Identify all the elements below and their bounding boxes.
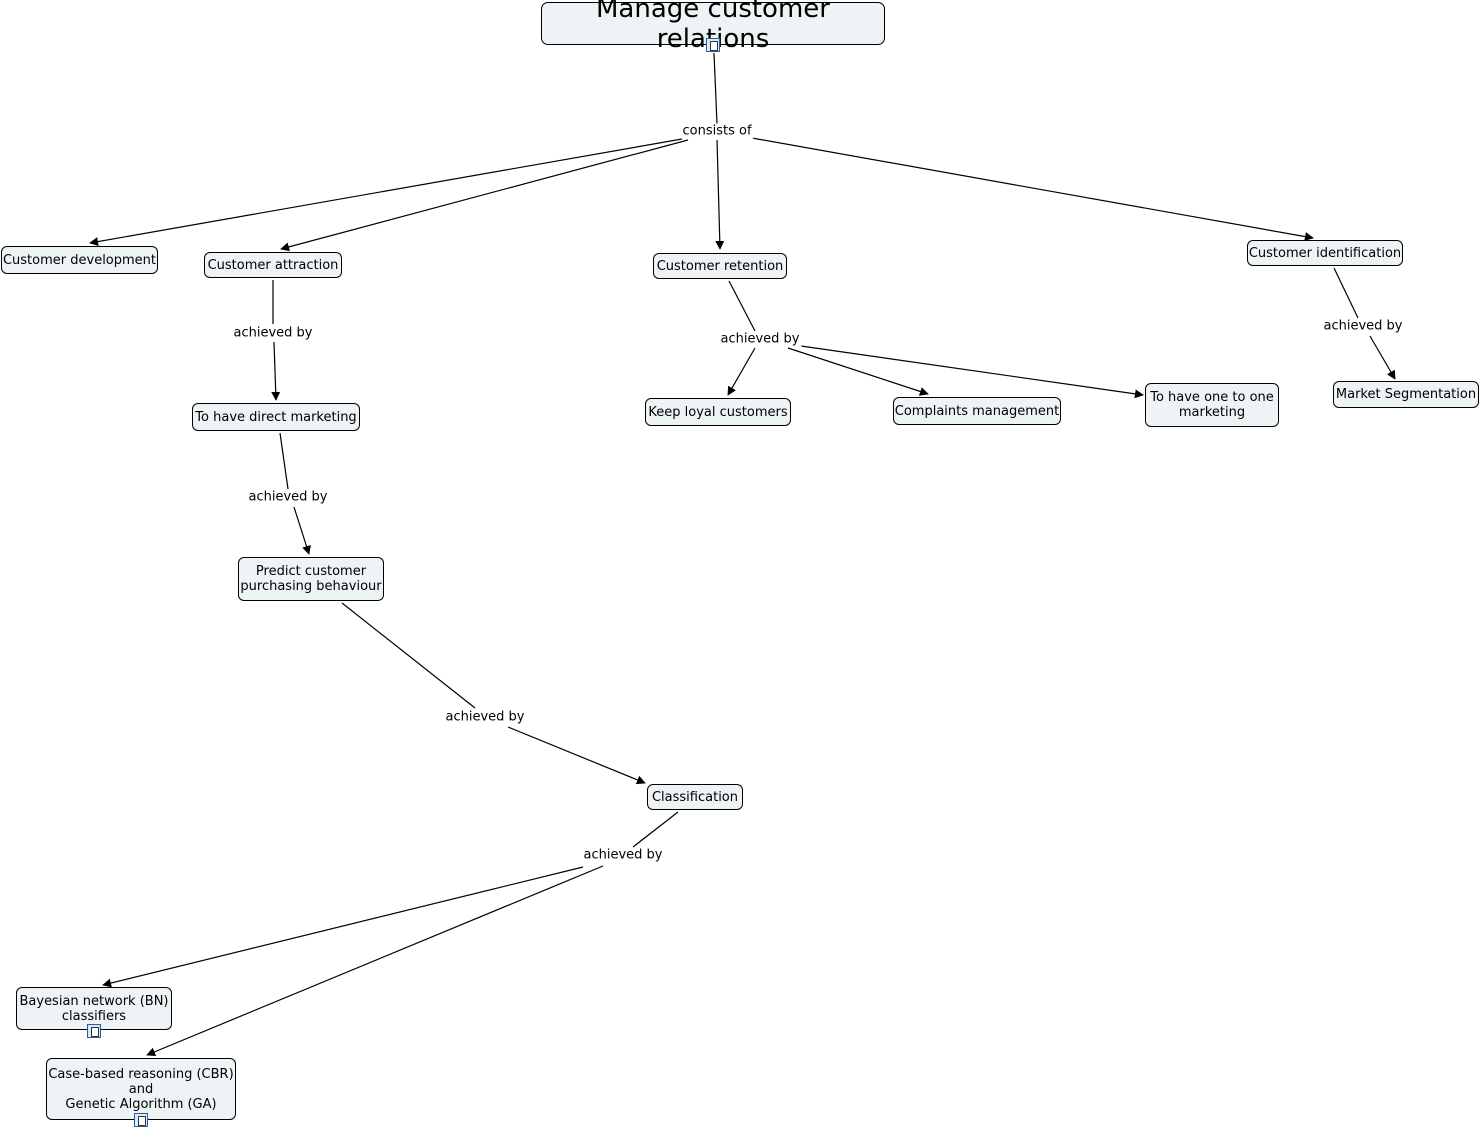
link-achieved-by-attraction[interactable]: achieved by — [231, 325, 315, 341]
node-keep-loyal[interactable]: Keep loyal customers — [645, 398, 791, 426]
link-achieved-by-predict[interactable]: achieved by — [443, 709, 527, 725]
node-predict[interactable]: Predict customer purchasing behaviour — [238, 557, 384, 601]
line-consists-attraction — [280, 139, 689, 252]
line-consists-retention — [715, 139, 725, 250]
line-achieved-segmentation — [1369, 335, 1396, 380]
line-identification-achieved — [1333, 267, 1359, 319]
document-icon[interactable] — [134, 1113, 148, 1127]
node-customer-attraction[interactable]: Customer attraction — [204, 252, 342, 278]
link-achieved-by-identification[interactable]: achieved by — [1321, 318, 1405, 334]
document-icon[interactable] — [87, 1024, 101, 1038]
node-complaints[interactable]: Complaints management — [893, 397, 1061, 425]
node-cbr-ga[interactable]: Case-based reasoning (CBR) and Genetic A… — [46, 1058, 236, 1120]
node-customer-retention[interactable]: Customer retention — [653, 253, 787, 279]
line-achieved-direct — [271, 341, 281, 401]
line-consists-identification — [751, 137, 1314, 242]
line-consists-development — [89, 138, 683, 247]
document-icon[interactable] — [706, 38, 720, 52]
line-retention-achieved — [728, 280, 756, 332]
node-classification[interactable]: Classification — [647, 784, 743, 810]
node-one-to-one[interactable]: To have one to one marketing — [1145, 383, 1279, 427]
line-achieved-classification — [507, 726, 646, 785]
node-direct-marketing[interactable]: To have direct marketing — [192, 403, 360, 431]
node-customer-identification[interactable]: Customer identification — [1247, 240, 1403, 266]
line-root-consists — [713, 52, 718, 125]
line-predict-achieved — [341, 602, 476, 709]
line-classification-achieved — [632, 811, 679, 848]
line-achieved-cbr — [146, 865, 604, 1057]
link-achieved-by-direct[interactable]: achieved by — [246, 489, 330, 505]
link-achieved-by-retention[interactable]: achieved by — [718, 331, 802, 347]
line-achieved-bayesian — [102, 866, 584, 988]
line-achieved-loyal — [727, 347, 756, 396]
node-customer-development[interactable]: Customer development — [1, 246, 158, 274]
line-achieved-predict — [293, 506, 311, 555]
link-achieved-by-classification[interactable]: achieved by — [581, 847, 665, 863]
node-market-segmentation[interactable]: Market Segmentation — [1333, 381, 1479, 408]
line-achieved-complaints — [787, 347, 929, 396]
line-direct-achieved — [279, 432, 289, 490]
line-achieved-onetoone — [800, 345, 1144, 399]
link-consists-of[interactable]: consists of — [680, 123, 754, 139]
node-bayesian[interactable]: Bayesian network (BN) classifiers — [16, 987, 172, 1030]
